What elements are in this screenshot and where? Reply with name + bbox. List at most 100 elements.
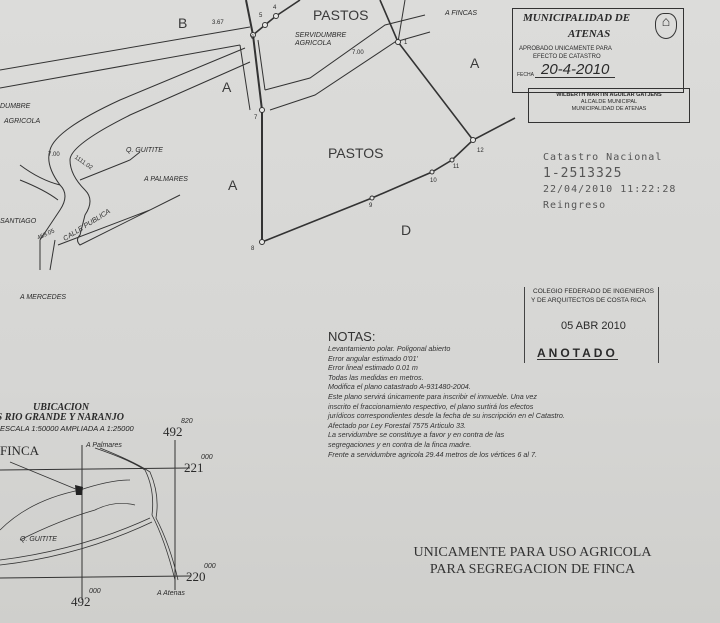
- vertex-marker-10: [429, 169, 435, 175]
- notes-title: NOTAS:: [328, 329, 376, 344]
- vertex-marker-6: [250, 32, 256, 38]
- location-scale: ESCALA 1:50000 AMPLIADA A 1:25000: [0, 424, 134, 433]
- note-line: La servidumbre se constituye a favor y e…: [328, 430, 505, 440]
- easement-strip: [239, 39, 266, 111]
- road-branch: [19, 151, 141, 201]
- finca-marker: [75, 485, 83, 495]
- fecha-value: 20-4-2010: [535, 62, 616, 78]
- cfia-line-1: COLEGIO FEDERADO DE INGENIEROS: [533, 288, 654, 295]
- vertex-10: 10: [430, 178, 437, 184]
- note-line: Todas las medidas en metros.: [328, 372, 424, 382]
- boundary-line-6-4: [252, 0, 301, 36]
- catastro-datetime: 22/04/2010 11:22:28: [543, 184, 677, 195]
- access-dim-7-00: 7.00: [48, 152, 60, 158]
- catastro-status: Reingreso: [543, 200, 607, 211]
- coord-x-bottom: 492: [71, 594, 91, 609]
- access-a-mercedes: A MERCEDES: [20, 294, 67, 301]
- municipal-title-2: ATENAS: [568, 28, 611, 40]
- signer-name: WILBERTH MARTIN AGUILAR GATJENS: [556, 92, 662, 98]
- signer-role: ALCALDE MUNICIPAL: [580, 99, 638, 105]
- boundary-line-6-8: [245, 0, 263, 242]
- municipal-approval-stamp: MUNICIPALIDAD DE ATENAS APROBADO UNICAME…: [512, 8, 684, 93]
- land-use-pastos-mid: PASTOS: [328, 145, 384, 161]
- note-line: Levantamiento polar. Poligonal abierto: [328, 344, 451, 353]
- parcel-label-a-lower: A: [228, 177, 238, 193]
- location-a-palmares: A Palmares: [86, 442, 122, 449]
- finca-arrow: [9, 461, 79, 491]
- municipal-seal-icon: ⌂: [655, 13, 677, 39]
- note-line: jurídicos correspondientes desde la fech…: [328, 411, 565, 421]
- notes-block: NOTAS: Levantamiento polar. Poligonal ab…: [328, 330, 565, 459]
- location-subtitle: HOJAS RIO GRANDE Y NARANJO: [0, 412, 124, 423]
- coord-x-top: 492: [163, 424, 183, 439]
- location-finca: FINCA: [0, 443, 40, 458]
- vertex-6: 6: [251, 35, 255, 41]
- vertex-5: 5: [259, 13, 263, 19]
- usage-restriction: UNICAMENTE PARA USO AGRICOLA PARA SEGREG…: [395, 544, 670, 578]
- coord-y-upper-sup: 000: [201, 454, 213, 461]
- coord-x-top-sup: 820: [181, 418, 193, 425]
- dimension-7-00: 7.00: [352, 50, 364, 56]
- cfia-status: ANOTADO: [537, 346, 618, 360]
- parcel-label-d: D: [401, 222, 412, 238]
- location-grid: [0, 440, 191, 600]
- parcel-label-a-right: A: [470, 55, 480, 71]
- coord-x-bottom-sup: 000: [89, 588, 101, 595]
- coord-y-lower-sup: 000: [204, 563, 216, 570]
- note-line: Error angular estimado 0'01': [328, 353, 418, 363]
- location-rivers: [0, 479, 136, 541]
- boundary-line-1-12: [379, 0, 474, 141]
- approved-text-1: APROBADO UNICAMENTE PARA: [519, 46, 612, 52]
- catastro-number: 1-2513325: [543, 166, 623, 181]
- vertex-marker-1: [395, 39, 401, 45]
- approved-text-2: EFECTO DE CATASTRO: [533, 54, 601, 60]
- vertex-11: 11: [453, 164, 460, 170]
- location-title: UBICACION: [33, 402, 90, 413]
- coord-y-lower: 220: [186, 569, 206, 584]
- location-roads: [0, 447, 179, 581]
- municipal-signature-block: WILBERTH MARTIN AGUILAR GATJENS ALCALDE …: [528, 88, 690, 123]
- vertex-marker-11: [449, 157, 455, 163]
- cfia-date: 05 ABR 2010: [561, 320, 626, 332]
- vertex-9: 9: [369, 203, 373, 209]
- dimension-3-67: 3.67: [212, 20, 224, 26]
- catastro-title: Catastro Nacional: [543, 152, 663, 163]
- access-q-guitite: Q. GUITITE: [126, 147, 163, 154]
- vertex-1: 1: [404, 40, 408, 46]
- access-servidumbre: DUMBRE: [0, 103, 31, 110]
- vertex-marker-9: [369, 195, 375, 201]
- easement-label-1: SERVIDUMBRE: [295, 32, 347, 39]
- note-line: Modifica el plano catastrado A-931480-20…: [328, 382, 471, 392]
- coord-y-upper: 221: [184, 460, 204, 475]
- parcel-label-b: B: [178, 15, 188, 31]
- easement-line-upper: [0, 14, 426, 91]
- fecha-label: FECHA: [517, 72, 534, 78]
- note-line: Afectado por Ley Forestal 7575 Articulo …: [328, 420, 466, 430]
- vertex-marker-12: [470, 137, 476, 143]
- access-a-palmares: A PALMARES: [144, 176, 188, 183]
- signer-entity: MUNICIPALIDAD DE ATENAS: [571, 106, 647, 112]
- note-line: Frente a servidumbre agricola 29.44 metr…: [328, 449, 537, 459]
- parcel-label-a-upper: A: [222, 79, 232, 95]
- note-line: Este plano servirá únicamente para inscr…: [328, 391, 537, 401]
- note-line: inscrito el fraccionamiento respectivo, …: [328, 401, 534, 411]
- vertex-7: 7: [254, 115, 258, 121]
- catastro-registration: Catastro Nacional 1-2513325 22/04/2010 1…: [543, 150, 676, 214]
- vertex-8: 8: [251, 246, 255, 252]
- land-use-pastos-top: PASTOS: [313, 7, 369, 23]
- vertex-marker-8: [259, 239, 265, 245]
- usage-line-1: UNICAMENTE PARA USO AGRICOLA: [413, 545, 652, 560]
- location-a-atenas: A Atenas: [157, 590, 185, 597]
- vertex-marker-4: [273, 13, 279, 19]
- access-agricola: AGRICOLA: [4, 118, 41, 125]
- access-santiago: SANTIAGO: [0, 218, 37, 225]
- cfia-line-2: Y DE ARQUITECTOS DE COSTA RICA: [531, 297, 646, 304]
- vertex-marker-7: [259, 107, 265, 113]
- direction-a-fincas: A FINCAS: [445, 10, 478, 17]
- boundary-line-8-12: [261, 117, 516, 243]
- note-line: Error lineal estimado 0.01 m: [328, 363, 418, 373]
- location-q-guitite: Q. GUITITE: [20, 536, 57, 543]
- note-line: segregaciones y en contra de la finca ma…: [328, 439, 472, 449]
